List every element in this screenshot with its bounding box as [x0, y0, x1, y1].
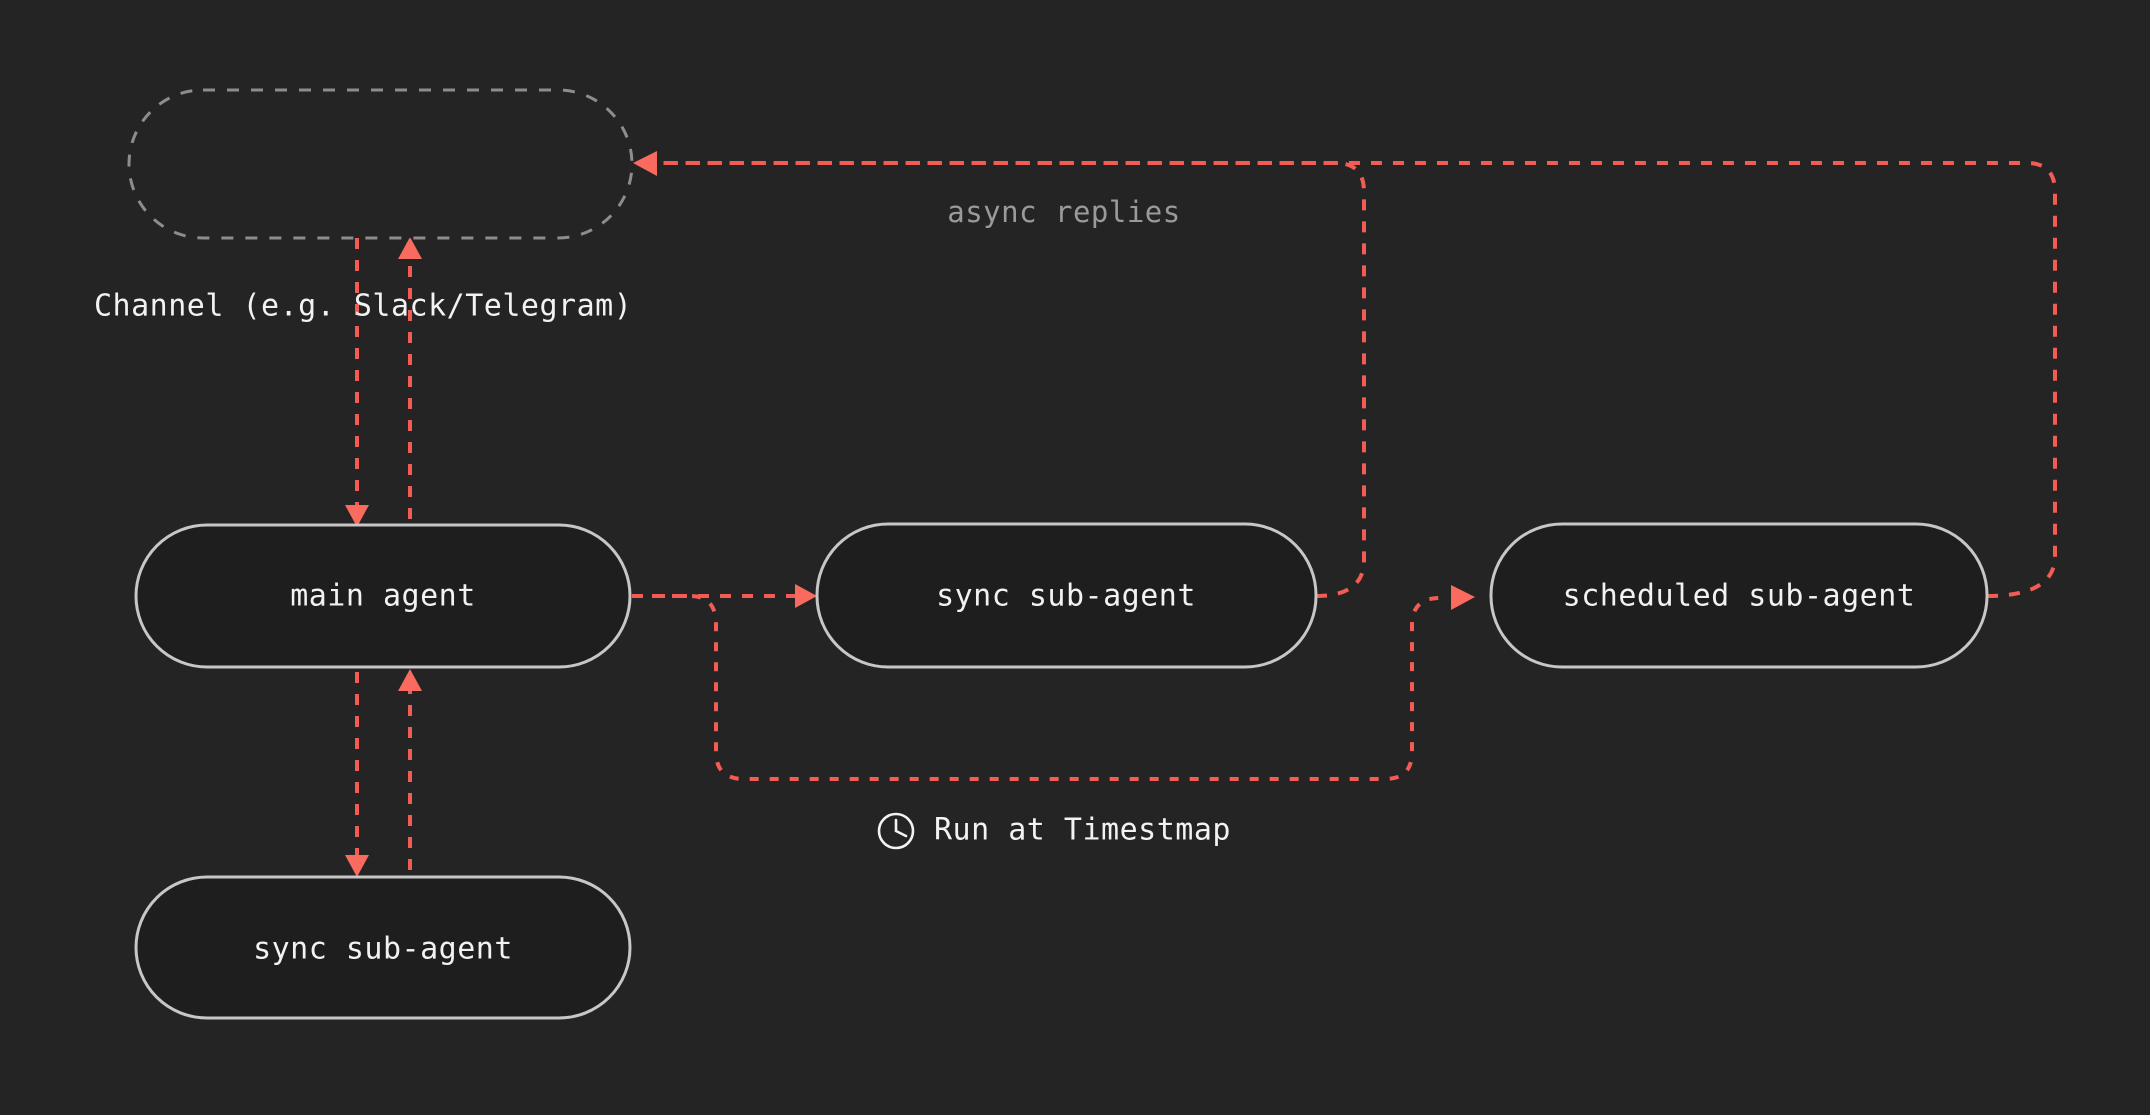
node-main-agent[interactable]: [134, 523, 632, 669]
clock-icon: [877, 812, 915, 850]
arrowhead-main-agent-to-channel: [398, 237, 422, 259]
node-scheduled-sub-agent[interactable]: [1489, 522, 1989, 669]
edge-sync-right-to-channel-async: [650, 161, 1366, 598]
edge-main-agent-to-scheduled: [632, 594, 1441, 781]
node-main-agent-label: main agent: [290, 579, 476, 614]
node-sync-sub-agent-right[interactable]: [815, 522, 1318, 669]
arrowhead-channel-to-main-agent: [345, 505, 369, 527]
node-sync-sub-agent-bottom[interactable]: [134, 875, 632, 1020]
node-scheduled-sub-agent-label: scheduled sub-agent: [1563, 579, 1916, 614]
node-channel[interactable]: [127, 88, 634, 240]
arrowhead-async-replies-to-channel: [633, 151, 657, 176]
arrowhead-main-agent-to-scheduled: [1451, 585, 1475, 610]
node-sync-sub-agent-bottom-label: sync sub-agent: [253, 932, 513, 967]
edge-scheduled-to-channel-async: [650, 161, 2057, 598]
arrowhead-sync-bottom-to-main-agent: [398, 669, 422, 691]
node-sync-sub-agent-right-label: sync sub-agent: [936, 579, 1196, 614]
arrowhead-main-agent-to-sync-bottom: [345, 855, 369, 877]
run-at-timestamp-label: Run at Timestmap: [934, 813, 1231, 848]
async-replies-label: async replies: [947, 195, 1180, 229]
arrowhead-main-agent-to-sync-right: [795, 584, 817, 608]
channel-caption-label: Channel (e.g. Slack/Telegram): [94, 289, 632, 324]
